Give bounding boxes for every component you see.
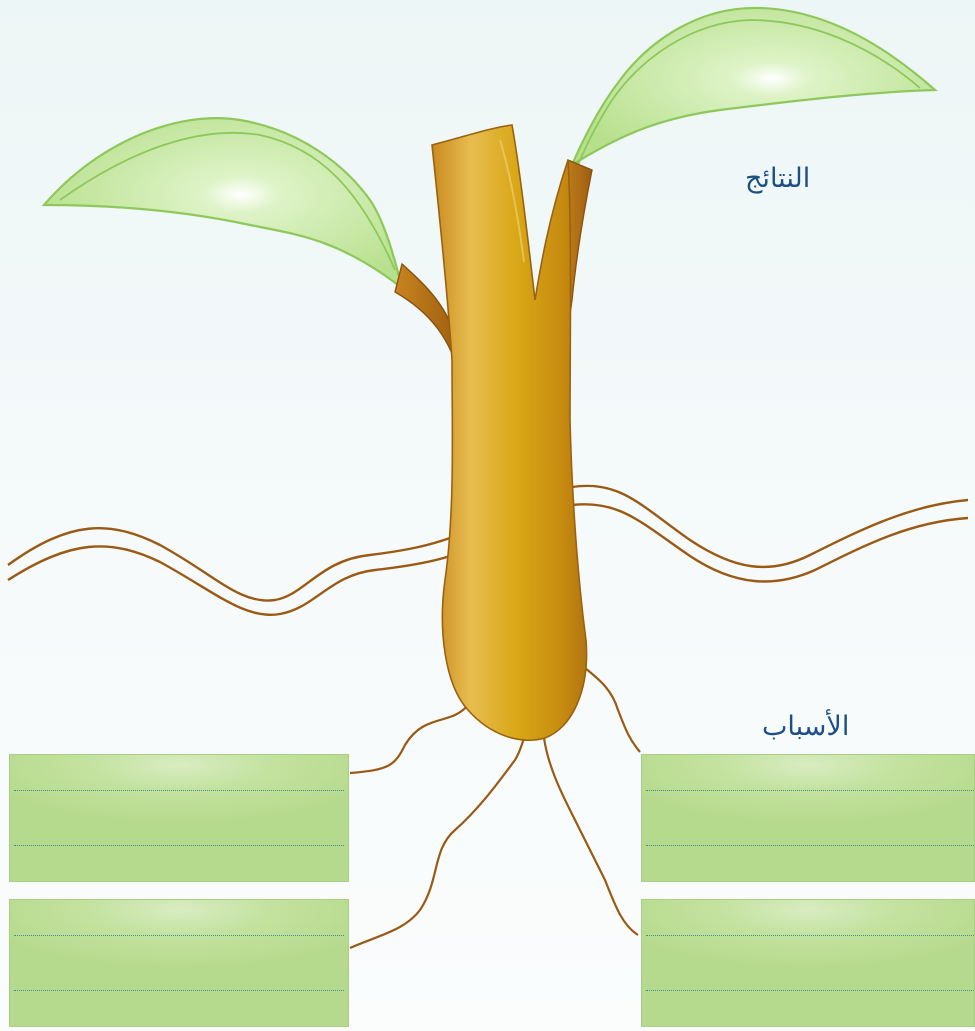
right-top-line-2-input[interactable] <box>646 820 975 846</box>
left-leaf <box>44 118 402 288</box>
right-leaf <box>572 8 935 165</box>
right-top-box <box>641 754 975 882</box>
results-label: النتائج <box>745 163 810 194</box>
right-bottom-line-1-input[interactable] <box>646 910 975 936</box>
stem <box>432 125 587 740</box>
left-top-line-1-input[interactable] <box>14 765 344 791</box>
left-top-box <box>9 754 349 882</box>
left-bottom-line-1-input[interactable] <box>14 910 344 936</box>
right-bottom-box <box>641 899 975 1027</box>
left-top-line-2-input[interactable] <box>14 820 344 846</box>
causes-label: الأسباب <box>762 711 849 742</box>
right-top-line-1-input[interactable] <box>646 765 975 791</box>
left-bottom-line-2-input[interactable] <box>14 965 344 991</box>
right-bottom-line-2-input[interactable] <box>646 965 975 991</box>
left-bottom-box <box>9 899 349 1027</box>
